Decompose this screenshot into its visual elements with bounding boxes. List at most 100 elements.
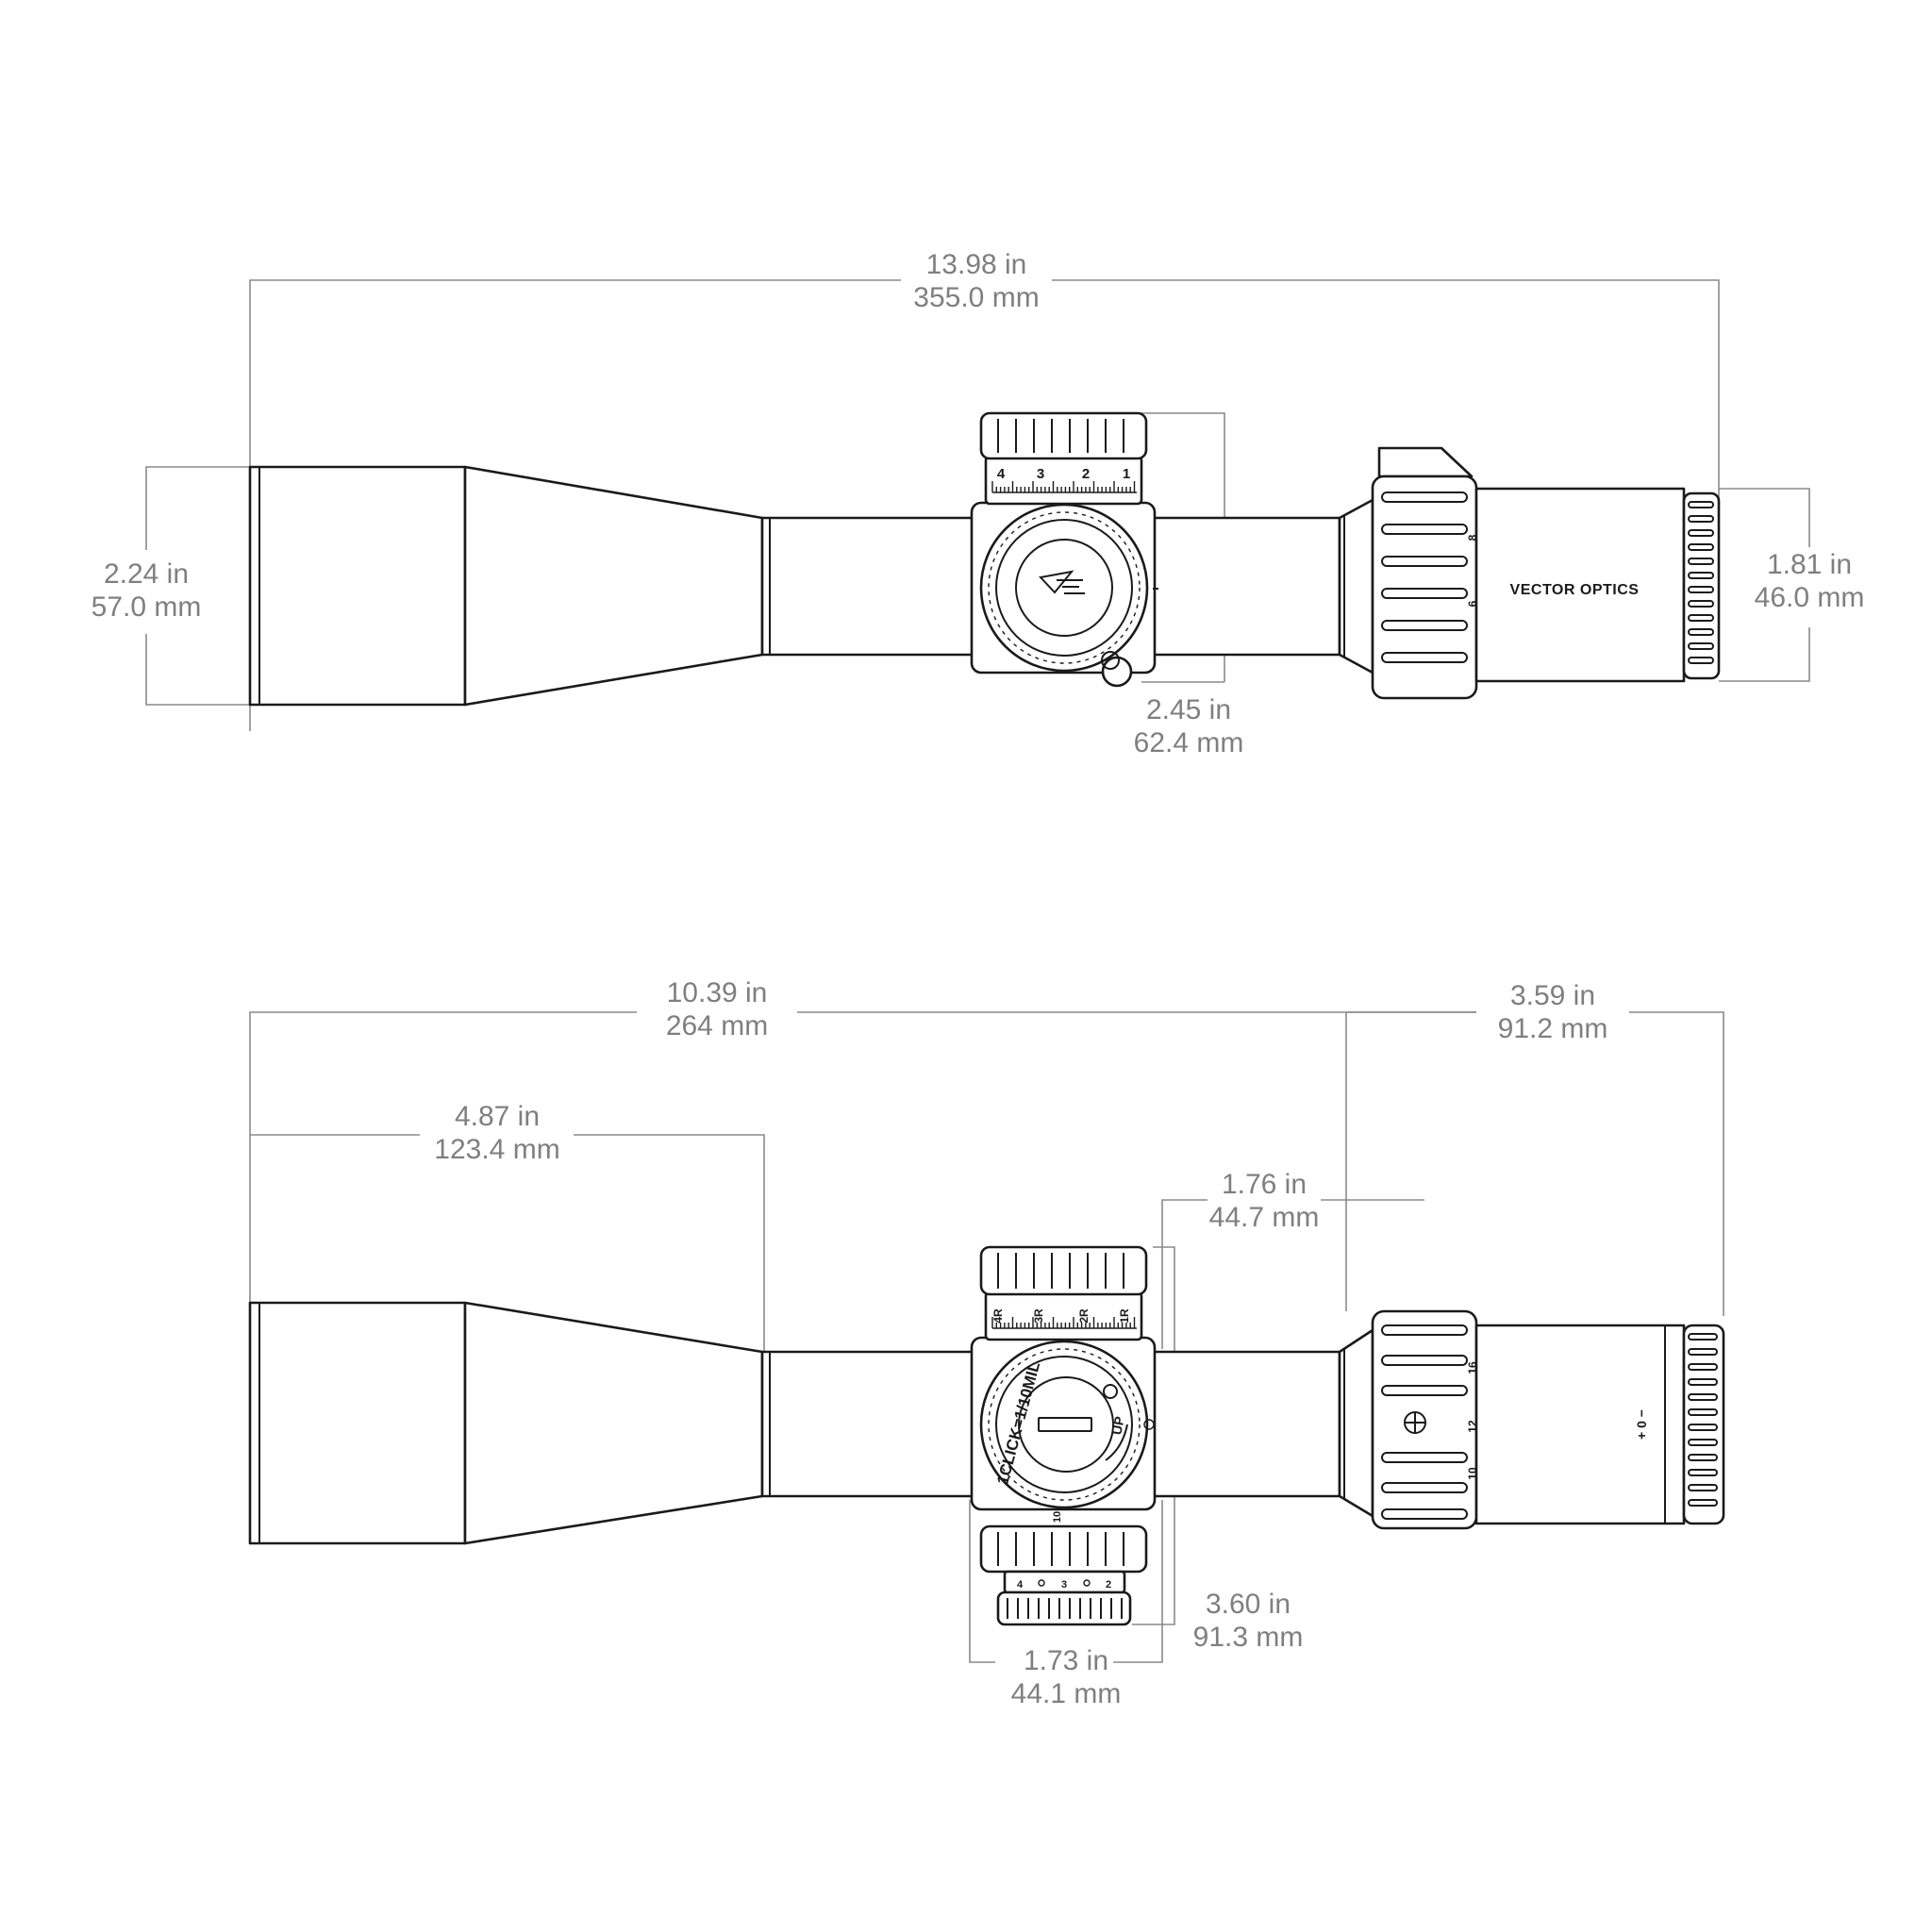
windage-scale-3r: 3R	[1032, 1308, 1045, 1324]
mag-groove	[1381, 620, 1468, 631]
eyepiece-diameter-line	[1719, 488, 1810, 547]
mag-groove	[1381, 1324, 1468, 1336]
turret-width-in: 2.45 in	[1146, 694, 1231, 725]
brand-text: VECTOR OPTICS	[1510, 582, 1640, 598]
diopter-ridge	[1688, 558, 1714, 565]
turret-base-width-in: 1.73 in	[1024, 1645, 1108, 1676]
diopter-label: + 0 −	[1634, 1409, 1649, 1440]
top-view: 4 3 2 1 VE 8 6 VECTOR OPTICS	[92, 249, 1865, 758]
eyepiece-diameter-mm: 46.0 mm	[1755, 582, 1865, 613]
parallax-knob-ridges	[1007, 1598, 1123, 1619]
diopter-ridge	[1688, 600, 1714, 608]
bottom-view: 4R 3R 2R 1R 1CLICK=1/10MIL UP 10 4 3 2	[248, 977, 1725, 1709]
diopter-ridge	[1688, 1348, 1718, 1356]
mag-groove	[1381, 1385, 1468, 1396]
diopter-ridge	[1688, 1499, 1718, 1507]
diopter-ridge	[1688, 501, 1714, 508]
magnification-ring[interactable]	[1371, 475, 1478, 700]
elevation-dial-center	[1018, 1376, 1114, 1473]
mag-groove	[1381, 1355, 1468, 1366]
objective-taper-bottom	[463, 1301, 764, 1545]
mag-ring-grooves-bottom	[1381, 1324, 1468, 1520]
windage-turret-cap[interactable]	[979, 1245, 1148, 1296]
mag-mark-6: 6	[1466, 600, 1479, 607]
mag-ring-grooves	[1381, 491, 1468, 663]
mag-groove	[1381, 1508, 1468, 1520]
windage-dial-center	[1015, 539, 1113, 637]
diopter-ridge	[1688, 628, 1714, 636]
mag-groove	[1381, 491, 1468, 503]
turret-scale-ticks	[991, 481, 1137, 493]
overall-length-mm: 355.0 mm	[913, 282, 1039, 313]
eyepiece-diameter-in: 1.81 in	[1767, 549, 1852, 580]
windage-cap-ridges	[997, 1253, 1124, 1289]
parallax-scale-4: 4	[1017, 1579, 1024, 1591]
diopter-ridge	[1688, 1363, 1718, 1371]
turret-base-width-mm: 44.1 mm	[1011, 1678, 1122, 1709]
parallax-turret-cap[interactable]	[979, 1524, 1148, 1574]
objective-diameter-line	[145, 466, 250, 550]
turret-scale-band	[984, 455, 1143, 506]
elevation-dial-outer[interactable]	[979, 1340, 1149, 1509]
up-arrow-icon	[1105, 1424, 1128, 1461]
eyepiece-length-in: 3.59 in	[1510, 980, 1595, 1011]
diopter-ridge	[1688, 657, 1714, 664]
turret-width-mm: 62.4 mm	[1134, 727, 1244, 758]
turret-scale-2: 2	[1082, 466, 1090, 482]
turret-offset-in: 1.76 in	[1222, 1169, 1307, 1200]
diopter-ridge	[1688, 1469, 1718, 1476]
turret-scale-3: 3	[1037, 466, 1044, 482]
parallax-knob[interactable]	[996, 1591, 1132, 1626]
turret-cap-ridges	[997, 419, 1124, 453]
slot-icon	[1038, 1417, 1092, 1432]
mag-mark-8: 8	[1466, 534, 1479, 541]
turret-offset-mm: 44.7 mm	[1209, 1202, 1320, 1233]
parallax-cap-ridges	[997, 1532, 1124, 1566]
turret-scale-1: 1	[1123, 466, 1130, 482]
diopter-ridge	[1688, 614, 1714, 622]
mag-groove	[1381, 1482, 1468, 1493]
overall-length-in: 13.98 in	[926, 249, 1027, 280]
objective-to-tube-mm: 123.4 mm	[434, 1134, 559, 1165]
parallax-scale-2: 2	[1106, 1579, 1111, 1591]
eyepiece-length-mm: 91.2 mm	[1498, 1013, 1608, 1044]
diopter-ridge	[1688, 1424, 1718, 1431]
windage-scale-4r: 4R	[991, 1308, 1005, 1324]
diopter-ridge	[1688, 1378, 1718, 1386]
diopter-ridge	[1688, 1393, 1718, 1401]
turret-offset-line	[1161, 1199, 1208, 1349]
objective-taper	[463, 465, 764, 707]
length-to-eyepiece-in: 10.39 in	[667, 977, 768, 1008]
mag-groove	[1381, 556, 1468, 567]
diopter-ridge	[1688, 1439, 1718, 1446]
mag-groove	[1381, 524, 1468, 535]
elevation-dial-knurl	[988, 1348, 1141, 1501]
bottom-dimension-lines	[249, 1011, 1724, 1663]
diopter-ridge	[1688, 1333, 1718, 1341]
illumination-knob[interactable]	[1101, 656, 1133, 688]
turret-scale-4: 4	[997, 466, 1006, 482]
objective-diameter-in: 2.24 in	[104, 558, 189, 590]
elevation-turret-cap[interactable]	[979, 411, 1148, 460]
mag-groove	[1381, 1452, 1468, 1463]
turret-height-in: 3.60 in	[1206, 1589, 1291, 1620]
windage-dial-knurl	[988, 511, 1141, 664]
mag-ring-throw-lever[interactable]	[1377, 446, 1474, 478]
length-to-eyepiece-mm: 264 mm	[666, 1010, 768, 1041]
vector-logo-icon: VE	[1039, 570, 1085, 594]
diopter-ridges	[1688, 501, 1714, 664]
objective-to-tube-in: 4.87 in	[455, 1101, 540, 1132]
eyepiece-body-bottom	[1474, 1324, 1686, 1525]
objective-diameter-mm: 57.0 mm	[92, 591, 202, 623]
mag-groove	[1381, 652, 1468, 663]
diopter-ridge	[1688, 642, 1714, 650]
turret-height-mm: 91.3 mm	[1193, 1622, 1304, 1653]
mag-groove	[1381, 588, 1468, 599]
diopter-ridge	[1688, 529, 1714, 537]
parallax-scale-3: 3	[1061, 1579, 1067, 1591]
windage-scale-ticks	[991, 1317, 1137, 1329]
lower-mark-10: 10	[1052, 1511, 1063, 1523]
diopter-ridges-bottom	[1688, 1333, 1718, 1507]
diopter-ridge	[1688, 543, 1714, 551]
